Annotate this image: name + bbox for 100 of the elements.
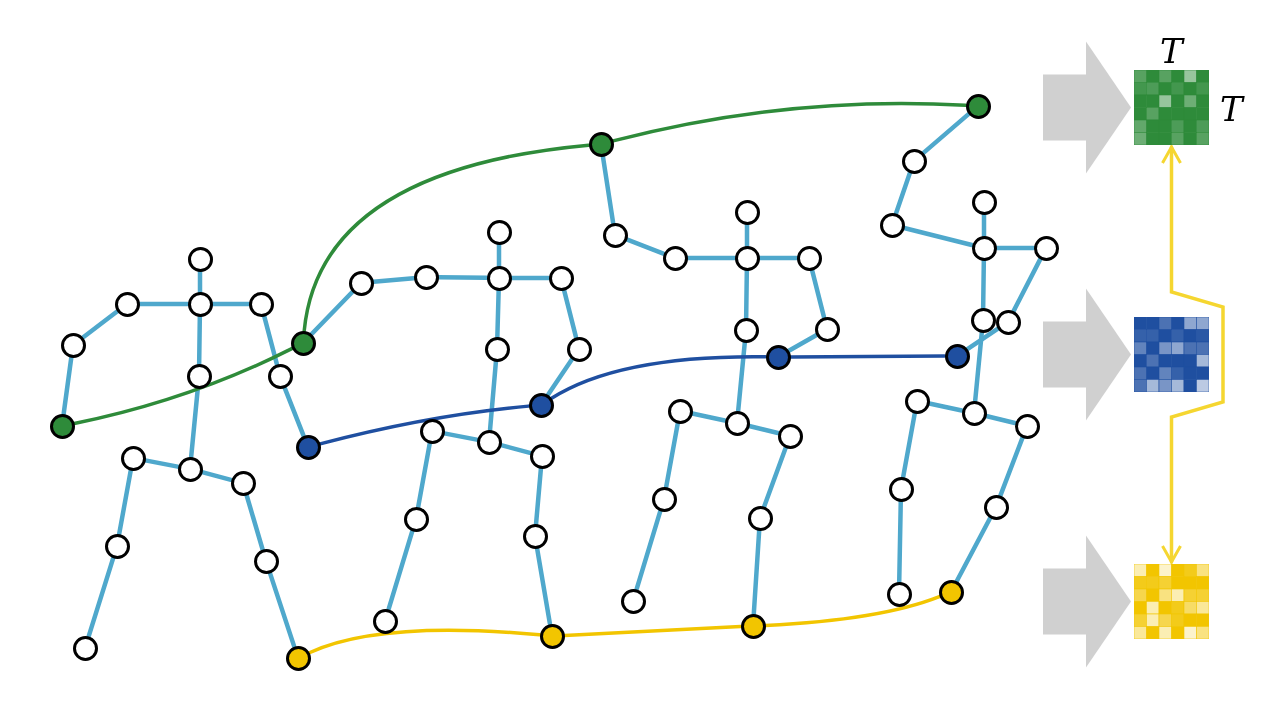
trajectory-line	[611, 101, 968, 143]
bone-line	[509, 275, 551, 281]
bone-line	[690, 411, 727, 423]
joint-marker	[938, 579, 964, 605]
trajectory-line	[302, 143, 591, 333]
joint-circle	[230, 470, 256, 496]
joint-circle	[814, 316, 840, 342]
joint-circle	[777, 423, 803, 449]
joint-circle	[60, 332, 86, 358]
joint-circle	[734, 199, 760, 225]
bone-line	[921, 111, 971, 156]
bone-line	[371, 275, 416, 285]
bone-line	[965, 326, 1000, 352]
joint-circle	[971, 189, 997, 215]
joint-circle	[348, 270, 374, 296]
joint-circle	[747, 505, 773, 531]
trajectory-line	[72, 346, 294, 426]
bone-line	[197, 269, 203, 294]
joint-circle	[104, 533, 130, 559]
joint-circle	[733, 317, 759, 343]
joint-circle	[419, 418, 445, 444]
joint-marker	[539, 623, 565, 649]
bone-line	[685, 255, 737, 261]
block-arrow	[1043, 535, 1131, 668]
bone-line	[980, 258, 987, 310]
joint-marker	[740, 613, 766, 639]
bone-line	[624, 237, 666, 256]
bone-line	[634, 508, 663, 592]
dimension-label: T	[1220, 90, 1243, 128]
dimension-label: T	[1160, 32, 1183, 70]
bone-line	[143, 458, 180, 469]
bone-line	[545, 357, 575, 397]
joint-circle	[248, 291, 274, 317]
joint-circle	[484, 336, 510, 362]
trajectory-line	[307, 628, 542, 655]
bone-line	[533, 466, 544, 526]
bone-line	[600, 154, 616, 225]
joint-circle	[1014, 413, 1040, 439]
joint-circle	[486, 219, 512, 245]
joint-circle	[888, 476, 914, 502]
double-arrow	[1161, 145, 1225, 564]
block-arrow	[1043, 288, 1131, 421]
joint-circle	[566, 336, 592, 362]
joint-circle	[904, 388, 930, 414]
joint-circle	[724, 410, 750, 436]
bone-line	[743, 268, 750, 320]
joint-circle	[983, 494, 1009, 520]
joint-circle	[620, 588, 646, 614]
joint-circle	[651, 486, 677, 512]
joint-circle	[796, 245, 822, 271]
joint-circle	[114, 291, 140, 317]
joint-marker	[295, 434, 321, 460]
bone-line	[664, 421, 680, 489]
bone-line	[196, 314, 203, 366]
joint-circle	[529, 443, 555, 469]
joint-circle	[970, 307, 996, 333]
trajectory-line	[562, 624, 743, 638]
bone-line	[744, 222, 750, 248]
bone-line	[998, 435, 1025, 498]
bone-line	[534, 546, 553, 626]
bone-line	[386, 528, 415, 612]
joint-marker	[765, 344, 791, 370]
joint-circle	[548, 265, 574, 291]
trajectory-line	[318, 404, 531, 446]
trajectory-line	[763, 594, 942, 628]
bone-line	[762, 445, 788, 509]
bone-line	[786, 332, 819, 354]
joint-circle	[120, 445, 146, 471]
joint-circle	[267, 363, 293, 389]
joint-circle	[662, 245, 688, 271]
bone-line	[735, 340, 748, 413]
joint-marker	[528, 392, 554, 418]
bone-line	[487, 359, 499, 432]
bone-line	[897, 499, 903, 584]
joint-marker	[944, 343, 970, 369]
bone-line	[210, 301, 251, 307]
joint-circle	[187, 246, 213, 272]
joint-circle	[186, 363, 212, 389]
joint-circle	[413, 264, 439, 290]
joint-circle	[403, 506, 429, 532]
bone-line	[1011, 256, 1043, 314]
bone-line	[137, 301, 190, 307]
joint-circle	[486, 265, 512, 291]
joint-circle	[879, 212, 905, 238]
bone-line	[309, 289, 355, 337]
joint-circle	[901, 148, 927, 174]
bone-line	[86, 555, 116, 639]
joint-marker	[588, 131, 614, 157]
matrix-heatmap	[1134, 317, 1209, 392]
bone-line	[117, 468, 133, 536]
bone-line	[901, 411, 917, 479]
block-arrow	[1043, 41, 1131, 174]
bone-line	[893, 170, 913, 216]
bone-line	[994, 245, 1036, 251]
trajectory-line	[549, 355, 768, 401]
trajectory-line	[788, 354, 947, 359]
joint-marker	[285, 645, 311, 671]
bone-line	[972, 330, 985, 403]
joint-circle	[971, 235, 997, 261]
bone-line	[61, 355, 74, 416]
